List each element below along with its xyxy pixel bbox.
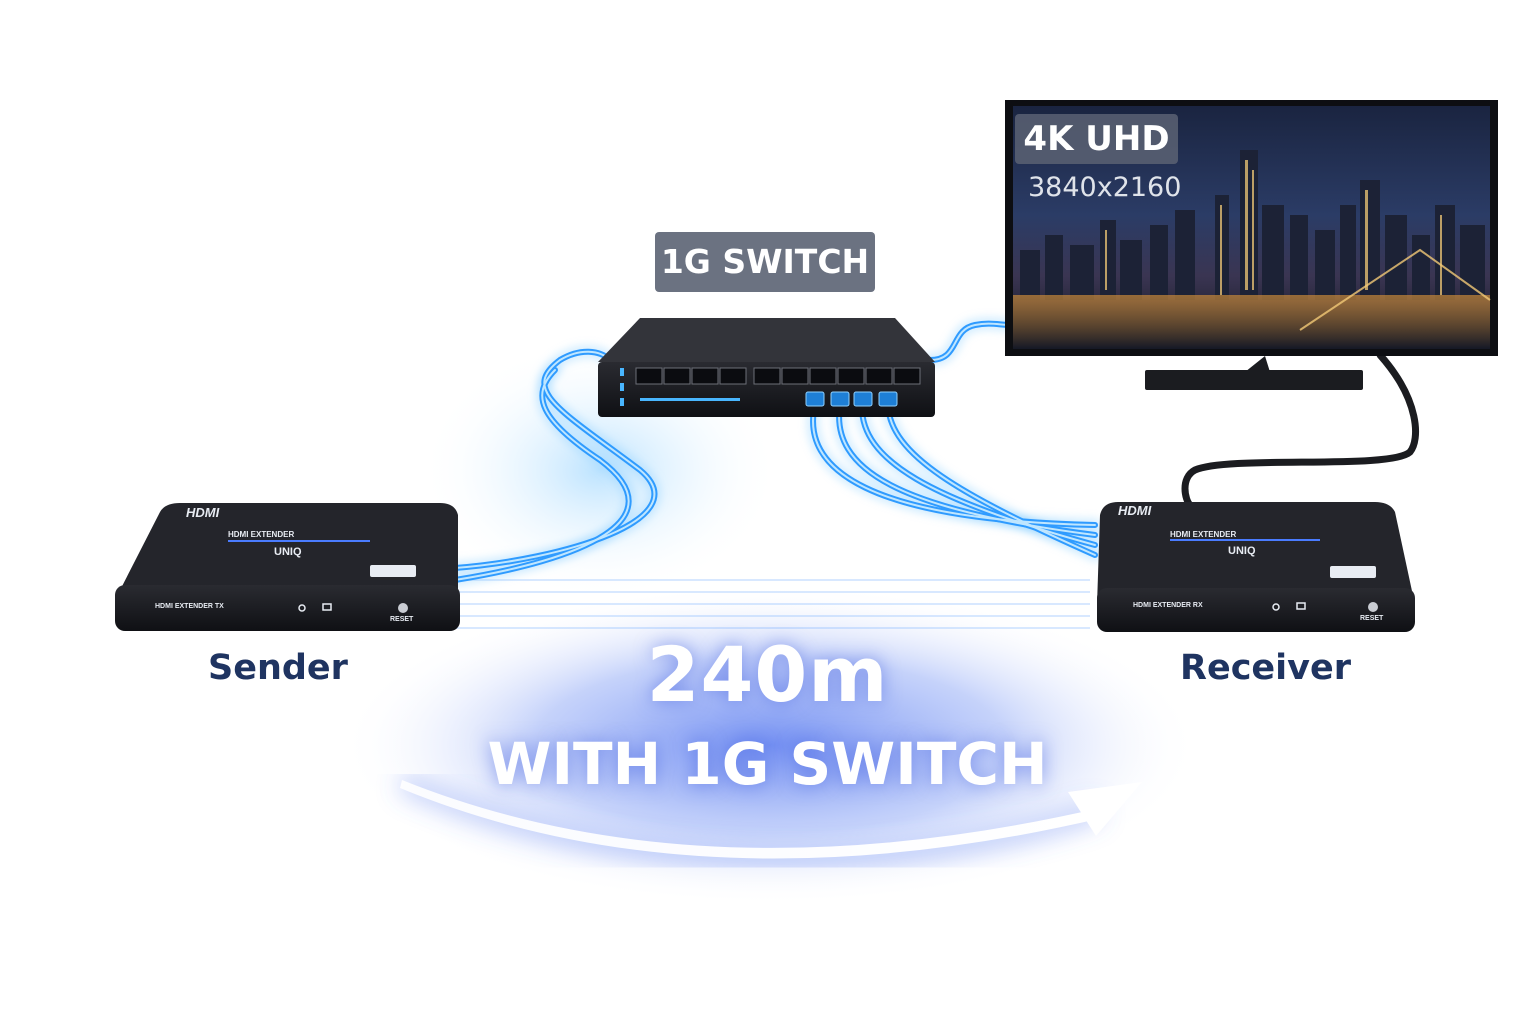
receiver-model: HDMI EXTENDER [1170, 530, 1236, 539]
resolution-value: 3840x2160 [1028, 172, 1181, 203]
switch-label: 1G SWITCH [655, 232, 875, 292]
network-switch [598, 318, 935, 417]
receiver-reset-label: RESET [1360, 615, 1383, 622]
receiver-front-model: HDMI EXTENDER RX [1133, 602, 1203, 609]
receiver-device [1097, 502, 1415, 632]
sender-name: UNIQ [274, 546, 302, 558]
distance-caption: WITH 1G SWITCH [0, 730, 1535, 798]
sender-front-model: HDMI EXTENDER TX [155, 603, 224, 610]
receiver-brand: HDMI [1118, 503, 1151, 518]
sender-device [115, 503, 460, 631]
sender-reset-label: RESET [390, 616, 413, 623]
sender-brand: HDMI [186, 505, 219, 520]
resolution-badge: 4K UHD [1015, 114, 1178, 164]
distance-value: 240m [0, 630, 1535, 719]
receiver-name: UNIQ [1228, 545, 1256, 557]
sender-model: HDMI EXTENDER [228, 530, 294, 539]
